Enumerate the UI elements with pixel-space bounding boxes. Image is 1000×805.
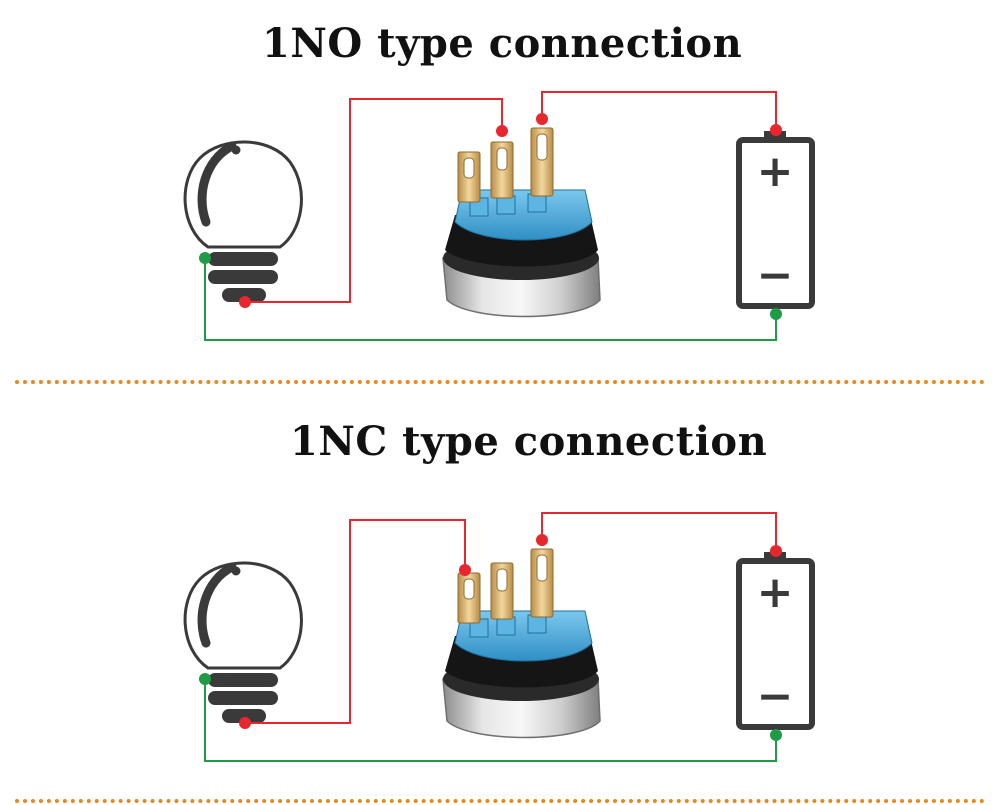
junction-dot bbox=[496, 125, 508, 137]
wire-switch-to-battery-positive bbox=[541, 512, 777, 551]
section-divider bbox=[15, 799, 985, 803]
switch-terminal-middle bbox=[490, 141, 514, 199]
switch-terminal-left bbox=[457, 572, 481, 624]
junction-dot bbox=[770, 545, 782, 557]
junction-dot bbox=[199, 252, 211, 264]
wire-switch-to-battery-positive bbox=[541, 91, 777, 130]
battery-negative-label: − bbox=[757, 250, 794, 301]
battery-negative-label: − bbox=[757, 671, 794, 722]
bulb-icon bbox=[185, 142, 301, 302]
diagram-title-nc: 1NC type connection bbox=[290, 418, 768, 465]
section-divider bbox=[15, 380, 985, 384]
switch-terminal-left bbox=[457, 151, 481, 203]
wire-bulb-to-switch bbox=[245, 98, 503, 303]
switch-terminal-right bbox=[530, 127, 554, 197]
bulb-icon bbox=[185, 563, 301, 723]
junction-dot bbox=[770, 308, 782, 320]
junction-dot bbox=[536, 113, 548, 125]
junction-dot bbox=[459, 564, 471, 576]
battery-icon: + − bbox=[739, 552, 812, 727]
battery-positive-label: + bbox=[757, 146, 794, 197]
junction-dot bbox=[239, 717, 251, 729]
diagram-title-no: 1NO type connection bbox=[262, 20, 743, 67]
junction-dot bbox=[239, 296, 251, 308]
battery-positive-label: + bbox=[757, 567, 794, 618]
wire-battery-negative-to-bulb bbox=[204, 679, 777, 762]
push-switch bbox=[442, 548, 601, 739]
switch-terminal-middle bbox=[490, 562, 514, 620]
junction-dot bbox=[770, 124, 782, 136]
junction-dot bbox=[536, 534, 548, 546]
push-switch bbox=[442, 127, 601, 318]
battery-icon: + − bbox=[739, 131, 812, 306]
junction-dot bbox=[770, 729, 782, 741]
junction-dot bbox=[199, 673, 211, 685]
wire-bulb-to-switch bbox=[245, 519, 466, 724]
diagram-no: + − bbox=[185, 91, 812, 341]
switch-terminal-right bbox=[530, 548, 554, 618]
wire-battery-negative-to-bulb bbox=[204, 258, 777, 341]
diagram-nc: + − bbox=[185, 512, 812, 762]
